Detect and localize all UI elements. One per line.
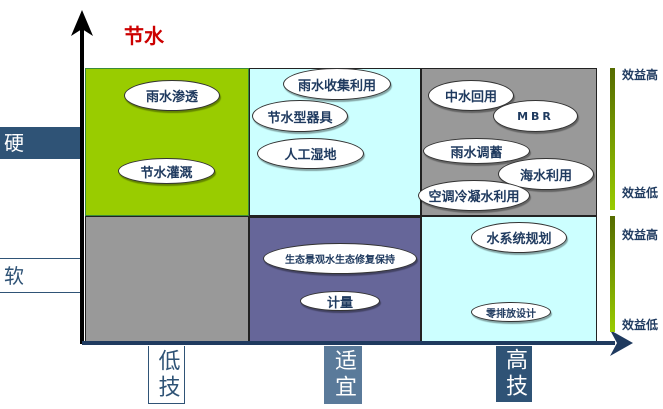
benefit-bar-hard	[610, 68, 615, 210]
item-rainwater-harvesting: 雨水收集利用	[283, 68, 391, 100]
x-axis-arrow-icon	[610, 330, 633, 356]
benefit-bar-soft	[610, 216, 615, 332]
item-constructed-wetland: 人工湿地	[257, 138, 364, 169]
benefit-high-label: 效益高	[622, 228, 659, 242]
item-ac-condensate: 空调冷凝水利用	[418, 180, 530, 211]
item-rain-infiltration: 雨水渗透	[124, 80, 220, 111]
label-high-tech: 高技	[496, 346, 532, 402]
cell-soft-mid	[249, 216, 421, 342]
item-water-system-planning: 水系统规划	[471, 222, 567, 253]
item-rain-storage: 雨水调蓄	[423, 138, 530, 164]
item-water-saving-fixtures: 节水型器具	[252, 100, 348, 132]
label-low-tech: 低技	[148, 346, 185, 404]
item-water-saving-irrigation: 节水灌溉	[118, 158, 215, 184]
item-mbr: MBR	[493, 100, 578, 132]
benefit-low-label: 效益低	[622, 318, 659, 332]
y-axis-arrow-icon	[71, 10, 93, 36]
item-reclaimed-water: 中水回用	[428, 80, 514, 111]
chart-title: 节水	[124, 24, 164, 48]
cell-soft-low	[85, 216, 249, 342]
item-zero-discharge: 零排放设计	[471, 302, 551, 322]
label-appropriate-tech: 适宜	[324, 346, 362, 404]
item-metering: 计量	[300, 291, 380, 311]
benefit-low-label: 效益低	[622, 186, 659, 200]
benefit-high-label: 效益高	[622, 68, 659, 82]
label-soft: 软	[0, 258, 80, 293]
label-hard: 硬	[0, 127, 80, 159]
item-ecological-landscape: 生态景观水生态修复保持	[263, 243, 417, 274]
